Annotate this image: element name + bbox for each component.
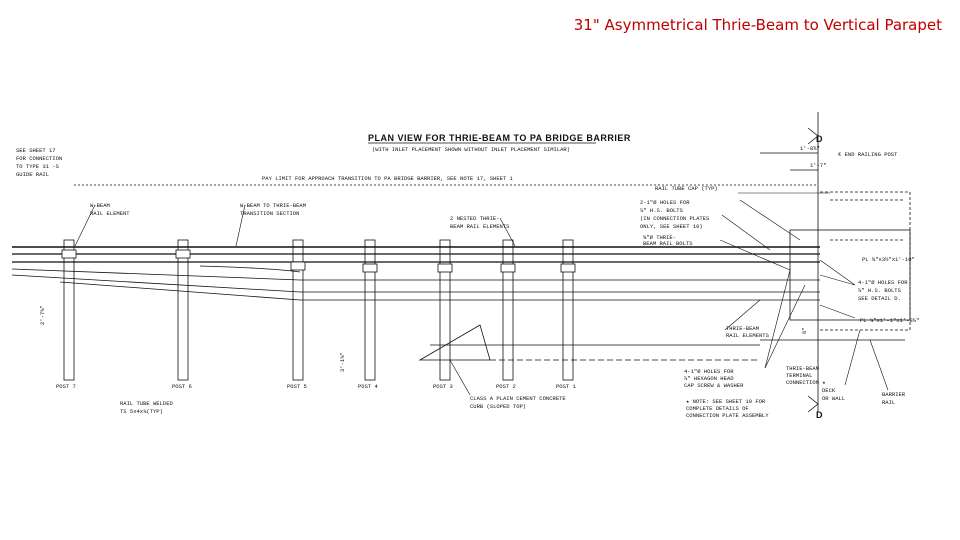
post-2 <box>502 239 514 381</box>
holes-bottom-note: 4-1"Ø HOLES FOR ⅞" HEXAGON HEAD CAP SCRE… <box>684 368 744 389</box>
nested-note: 2 NESTED THRIE- BEAM RAIL ELEMENTS <box>450 215 510 230</box>
dim-3: 2'-7⅝" <box>39 305 46 325</box>
post-label-1: POST 1 <box>556 383 577 390</box>
post-5 <box>292 239 304 381</box>
dim-1: 1'-8¾" <box>800 145 820 152</box>
pl-bottom-note: PL ⅜"x1'-1"x1'-8¼" <box>860 317 919 324</box>
tube-welded-note: RAIL TUBE WELDED TS 5x4x⅜(TYP) <box>120 400 176 415</box>
rail-flare <box>199 265 301 273</box>
post-3 <box>439 239 451 381</box>
drawing-title: PLAN VIEW FOR THRIE-BEAM TO PA BRIDGE BA… <box>368 133 631 143</box>
post-label-2: POST 2 <box>496 383 516 390</box>
beam-bolts-note: ⅝"Ø THRIE- BEAM RAIL BOLTS <box>643 234 693 247</box>
pl-top-note: PL ⅝"x3½"x1'-10" <box>862 256 915 263</box>
dim-5: 6" <box>801 327 808 334</box>
rail-tube-cap-note: RAIL TUBE CAP (TYP) <box>655 185 718 192</box>
post-4 <box>364 239 376 381</box>
end-railing-note: € END RAILING POST <box>838 151 898 158</box>
section-mark-top: D <box>816 134 823 144</box>
terminal-note: THRIE-BEAM TERMINAL CONNECTION ★ <box>786 365 826 386</box>
w-beam-note: W-BEAM RAIL ELEMENT <box>90 202 130 217</box>
see-sheet-17-note: SEE SHEET 17 FOR CONNECTION TO TYPE 31 -… <box>16 147 66 178</box>
dim-4: 3'-1⅝" <box>339 352 346 372</box>
bridge-barrier <box>789 229 911 321</box>
holes-top-note: 2-1"Ø HOLES FOR ⅞" H.S. BOLTS (IN CONNEC… <box>640 199 713 230</box>
thrie-elements-note: THRIE-BEAM RAIL ELEMENTS <box>726 325 770 339</box>
post-label-4: POST 4 <box>358 383 379 390</box>
slide-title: 31" Asymmetrical Thrie-Beam to Vertical … <box>573 16 942 34</box>
post-label-7: POST 7 <box>56 383 76 390</box>
rail-line <box>59 281 301 301</box>
post-label-6: POST 6 <box>172 383 192 390</box>
dim-2: 1'-7" <box>810 162 827 169</box>
post-label-3: POST 3 <box>433 383 453 390</box>
deck-note: DECK OR WALL <box>822 387 845 402</box>
concrete-curb <box>418 324 491 361</box>
section-mark-bottom: D <box>816 410 823 420</box>
barrier-note: BARRIER RAIL <box>882 391 908 406</box>
post-1 <box>562 239 574 381</box>
pay-limit-label: PAY LIMIT FOR APPROACH TRANSITION TO PA … <box>262 175 514 182</box>
post-label-5: POST 5 <box>287 383 307 390</box>
post-7 <box>63 239 75 381</box>
post-6 <box>177 239 189 381</box>
w-to-thrie-note: W-BEAM TO THRIE-BEAM TRANSITION SECTION <box>240 202 309 217</box>
class-a-note: CLASS A PLAIN CEMENT CONCRETE CURB (SLOP… <box>470 395 569 410</box>
star-note: ★ NOTE: SEE SHEET 10 FOR COMPLETE DETAIL… <box>686 398 769 419</box>
drawing-subtitle: (WITH INLET PLACEMENT SHOWN WITHOUT INLE… <box>372 146 570 153</box>
holes-right-note: 4-1"Ø HOLES FOR ⅞" H.S. BOLTS SEE DETAIL… <box>858 279 911 302</box>
rail-line <box>11 274 301 293</box>
rail-line <box>11 268 301 281</box>
